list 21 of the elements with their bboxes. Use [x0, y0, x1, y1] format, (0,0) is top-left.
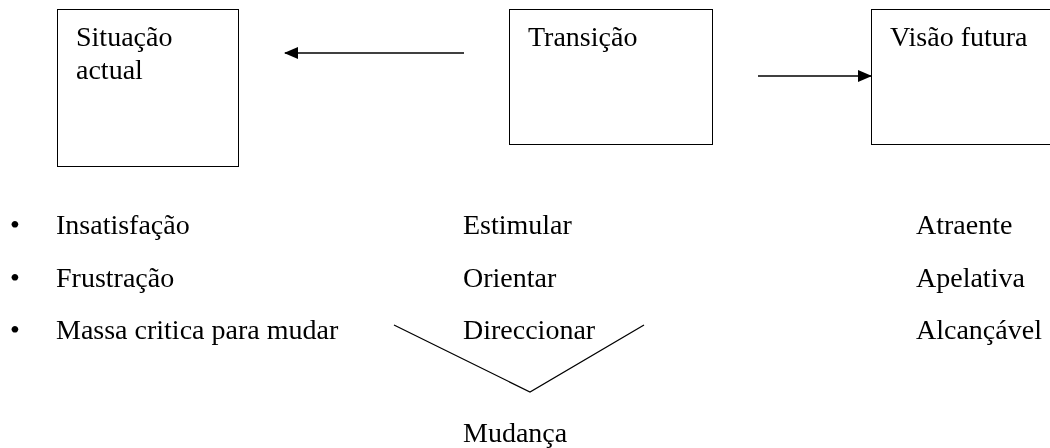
arrow: [284, 47, 465, 59]
box-label: Transição: [528, 20, 638, 53]
box-label: Visão futura: [890, 20, 1028, 53]
text-label: Mudança: [463, 417, 568, 448]
text-label: Direccionar: [463, 314, 596, 346]
bullet: •: [10, 209, 20, 241]
text-label: Apelativa: [916, 262, 1025, 294]
text-box: [57, 9, 239, 167]
text-label: Estimular: [463, 209, 572, 241]
bullet: •: [10, 314, 20, 346]
box-label: Situação actual: [76, 20, 174, 86]
list-item: Frustração: [56, 262, 175, 294]
arrow: [757, 70, 872, 82]
text-box: [509, 9, 713, 145]
text-label: Alcançável: [916, 314, 1042, 346]
list-item: Insatisfação: [56, 209, 190, 241]
list-item: Massa critica para mudar: [56, 314, 339, 346]
text-box: [871, 9, 1050, 145]
bullet: •: [10, 262, 20, 294]
text-label: Orientar: [463, 262, 557, 294]
text-label: Atraente: [916, 209, 1013, 241]
